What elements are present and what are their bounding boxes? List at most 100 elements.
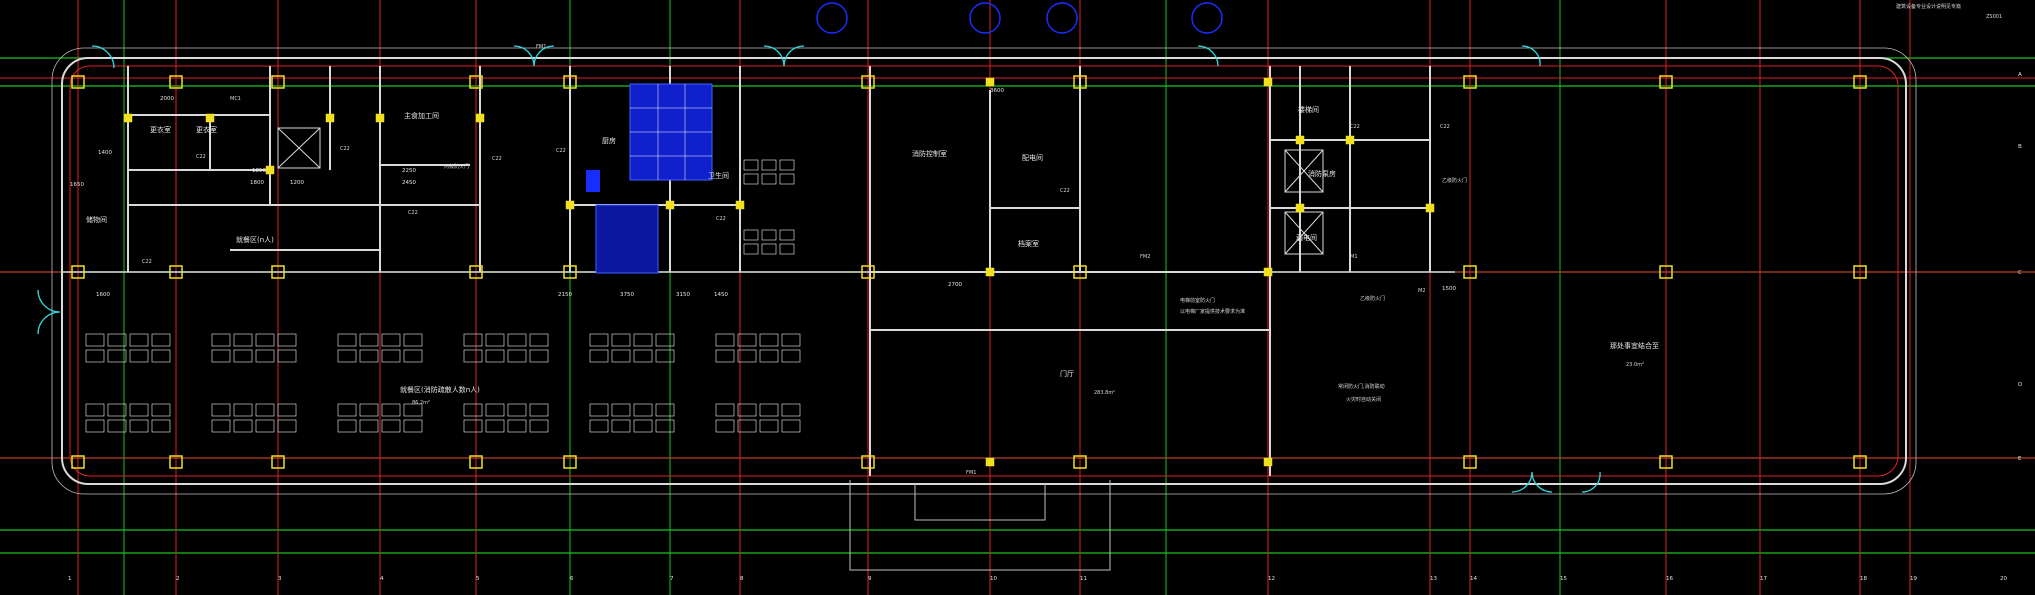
column <box>271 455 285 469</box>
table <box>759 349 779 363</box>
axis-label: 11 <box>1080 576 1087 582</box>
column <box>565 200 575 210</box>
area-label: 23.0m² <box>1626 362 1644 368</box>
dimension: 1650 <box>70 182 84 188</box>
table <box>211 419 231 433</box>
table <box>655 333 675 347</box>
table <box>759 403 779 417</box>
table <box>359 349 379 363</box>
table <box>233 403 253 417</box>
column <box>71 455 85 469</box>
column <box>861 455 875 469</box>
column <box>1463 455 1477 469</box>
axis-label: 12 <box>1268 576 1275 582</box>
table <box>277 349 297 363</box>
axis-label: C <box>2018 270 2022 276</box>
column <box>271 265 285 279</box>
axis-label: B <box>2018 144 2022 150</box>
column <box>1463 75 1477 89</box>
room-label: 更衣室 <box>150 125 171 134</box>
column <box>985 457 995 467</box>
table <box>655 419 675 433</box>
note: 乙级防火门 <box>1360 295 1385 302</box>
door-tag: C22 <box>556 148 566 154</box>
table <box>107 333 127 347</box>
table <box>211 349 231 363</box>
table <box>781 419 801 433</box>
note: 电梯前室防火门 <box>1180 297 1215 304</box>
column <box>1853 75 1867 89</box>
dimension: 2000 <box>160 96 174 102</box>
door-tag: C22 <box>340 146 350 152</box>
restroom-fixtures <box>586 83 713 274</box>
table <box>507 403 527 417</box>
column <box>1425 203 1435 213</box>
column <box>1073 75 1087 89</box>
table <box>589 349 609 363</box>
table <box>737 403 757 417</box>
dining-tables <box>85 159 801 433</box>
table <box>759 333 779 347</box>
door-tag: FM1 <box>966 470 976 476</box>
table <box>507 419 527 433</box>
room-label: 储物间 <box>86 215 107 224</box>
dimension: 3150 <box>676 292 690 298</box>
table <box>129 349 149 363</box>
column <box>563 265 577 279</box>
column <box>375 113 385 123</box>
column <box>563 75 577 89</box>
table <box>529 333 549 347</box>
table <box>463 419 483 433</box>
table <box>211 403 231 417</box>
table <box>507 349 527 363</box>
axis-label: 3 <box>278 576 282 582</box>
room-label: 就餐区(n人) <box>236 235 274 244</box>
table <box>403 349 423 363</box>
table <box>381 333 401 347</box>
column <box>665 200 675 210</box>
axis-label: 20 <box>2000 576 2007 582</box>
table <box>761 173 777 185</box>
annotation-notes: 电梯前室防火门 以电梯厂家提供技术要求为准 常闭防火门,消防联动 火灾时自动关闭… <box>444 163 1467 403</box>
sheet-number: ZS001 <box>1986 14 2002 20</box>
table <box>337 333 357 347</box>
entrance-canopy <box>849 480 1111 571</box>
column <box>271 75 285 89</box>
axis-label: 8 <box>740 576 744 582</box>
structural-columns <box>71 75 1867 469</box>
area-label: 283.8m² <box>1094 390 1115 396</box>
door-tag: C22 <box>716 216 726 222</box>
door-tag: C22 <box>142 259 152 265</box>
door-tag: C22 <box>408 210 418 216</box>
column <box>1463 265 1477 279</box>
table <box>151 349 171 363</box>
table <box>129 403 149 417</box>
room-label: 门厅 <box>1060 369 1074 378</box>
table <box>743 229 759 241</box>
dimension-texts: 1400 2000 1800 2450 1650 2700 3750 1500 … <box>70 88 1456 298</box>
door-tag: M1 <box>1350 254 1358 260</box>
table <box>779 159 795 171</box>
table <box>633 419 653 433</box>
dimension: 1450 <box>714 292 728 298</box>
table <box>743 159 759 171</box>
table <box>107 403 127 417</box>
axis-label: 7 <box>670 576 674 582</box>
column <box>985 77 995 87</box>
door-tag: C22 <box>492 156 502 162</box>
table <box>233 349 253 363</box>
table <box>85 419 105 433</box>
dimension: 2250 <box>402 168 416 174</box>
column <box>1345 135 1355 145</box>
table <box>255 403 275 417</box>
table <box>759 419 779 433</box>
area-label: 86.2m² <box>412 400 430 406</box>
table <box>781 349 801 363</box>
table <box>779 243 795 255</box>
dimension: 1400 <box>98 150 112 156</box>
table <box>507 333 527 347</box>
table <box>211 333 231 347</box>
table <box>463 333 483 347</box>
dimension: 2450 <box>402 180 416 186</box>
table <box>589 403 609 417</box>
